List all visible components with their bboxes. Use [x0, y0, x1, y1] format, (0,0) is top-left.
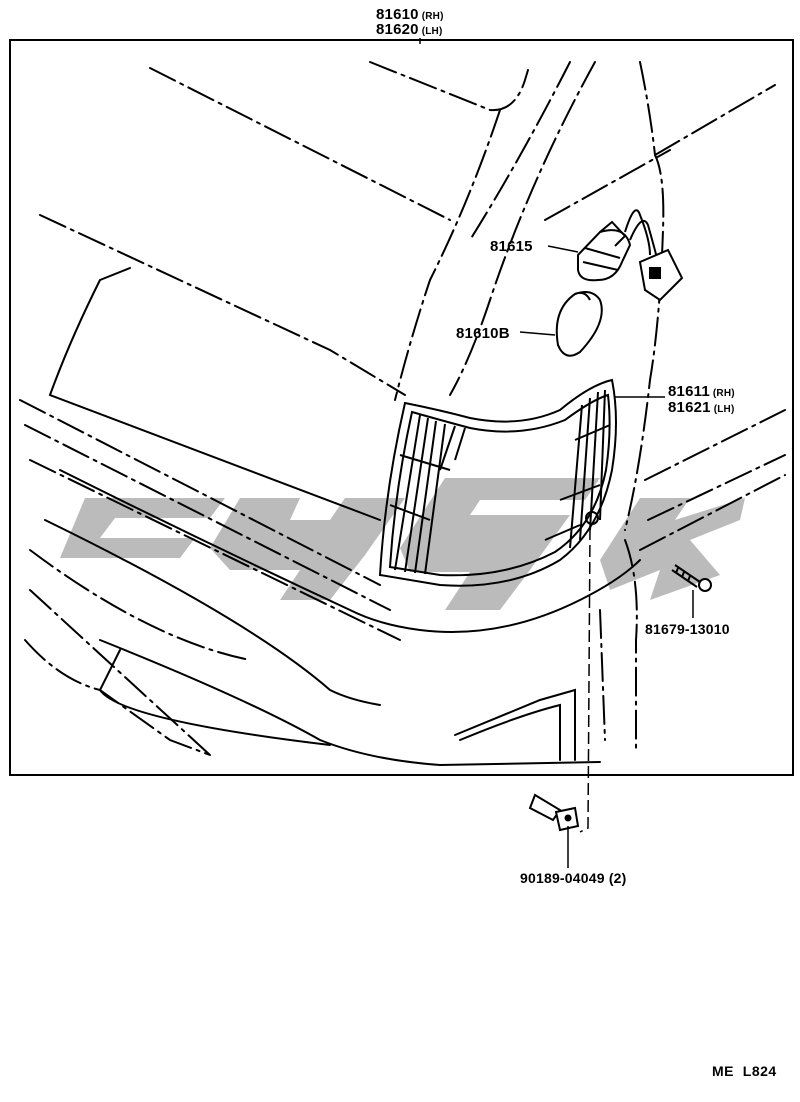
body-outline — [394, 109, 501, 401]
body-outline — [654, 84, 776, 156]
side-tag: (LH) — [421, 26, 443, 37]
body-outline — [647, 454, 786, 521]
label-81611: 81611(RH) — [668, 384, 735, 402]
part-number: 90189-04049 (2) — [520, 870, 627, 886]
part-number: 81610 — [376, 6, 419, 23]
clip — [528, 793, 580, 832]
body-outline — [644, 409, 786, 481]
body-outline — [24, 424, 391, 611]
side-tag: (RH) — [421, 11, 444, 22]
bulb — [555, 291, 603, 357]
label-81621: 81621(LH) — [668, 400, 735, 418]
label-81615: 81615 — [490, 239, 533, 255]
label-81610: 81610(RH) — [376, 7, 444, 25]
bumper-outline — [44, 519, 381, 706]
body-outline — [624, 61, 665, 531]
watermark-logo — [60, 478, 745, 610]
body-outline — [469, 61, 571, 241]
body-outline — [599, 609, 606, 741]
part-number: 81610B — [456, 325, 510, 342]
label-90189-04049: 90189-04049 (2) — [520, 870, 627, 886]
body-outline — [29, 589, 211, 756]
windshield-outline — [48, 267, 381, 521]
lens-mounting-hole — [585, 511, 599, 525]
bumper-outline — [99, 639, 601, 767]
label-81610b: 81610B — [456, 326, 510, 342]
body-outline — [544, 149, 671, 221]
body-outline — [29, 459, 401, 641]
leader-line — [519, 331, 556, 336]
side-tag: (RH) — [712, 388, 735, 399]
leader-line — [547, 245, 579, 253]
side-tag: (LH) — [713, 404, 735, 415]
body-outline — [24, 639, 211, 756]
body-outline — [369, 61, 529, 112]
page-code: ME L824 — [712, 1063, 777, 1079]
bulb-socket — [577, 209, 684, 302]
body-outline — [639, 474, 786, 551]
body-outline — [624, 539, 638, 751]
screw — [671, 564, 712, 592]
body-outline — [29, 549, 251, 661]
grille-outline — [459, 703, 561, 761]
part-number: 81679-13010 — [645, 621, 730, 637]
body-outline — [39, 214, 406, 396]
grille-outline — [454, 688, 576, 761]
label-81679-13010: 81679-13010 — [645, 621, 730, 637]
part-number: 81615 — [490, 238, 533, 255]
part-number: 81611 — [668, 383, 710, 400]
part-number: 81620 — [376, 21, 419, 38]
install-line — [579, 527, 591, 833]
side-marker-lens-inner — [388, 393, 611, 577]
bumper-outline — [59, 469, 641, 633]
side-marker-lens — [378, 378, 617, 587]
body-outline — [149, 67, 451, 221]
label-81620: 81620(LH) — [376, 22, 443, 40]
body-outline — [19, 399, 381, 586]
diagram-frame — [9, 39, 794, 776]
part-number: 81621 — [668, 399, 711, 416]
bumper-outline — [98, 649, 331, 746]
body-outline — [449, 61, 596, 396]
